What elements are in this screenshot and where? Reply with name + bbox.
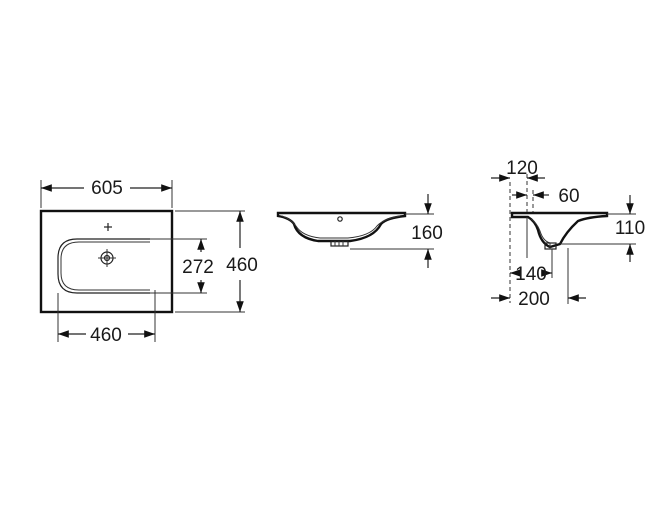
dim-side-60: 60 [512,186,580,207]
dim-side-110: 110 [560,195,645,262]
label-160: 160 [411,223,443,244]
label-460-bowl: 460 [90,325,122,346]
dim-bowl-width: 460 [57,290,156,346]
label-120: 120 [506,158,538,179]
label-272: 272 [182,257,214,278]
label-110: 110 [615,218,645,239]
label-200: 200 [518,289,550,310]
bowl-outline [57,238,150,294]
top-view: 605 460 272 460 [39,178,258,346]
tap-hole-front-icon [337,216,343,222]
label-460-depth: 460 [226,255,258,276]
dim-top-width: 605 [40,178,173,208]
basin-side-inner [530,218,551,244]
front-view: 160 [276,194,443,268]
basin-outline [39,209,174,314]
waste-outlet [330,240,349,247]
label-140: 140 [515,264,547,285]
dim-front-height: 160 [350,194,443,268]
drain-icon [98,249,116,267]
dim-side-200: 200 [491,289,586,310]
side-view: 120 60 110 140 200 [491,158,645,310]
label-60: 60 [558,186,579,207]
label-605: 605 [91,178,123,199]
tap-hole-icon [104,223,112,231]
dim-side-120: 120 [491,158,545,182]
dim-top-depth: 460 [175,210,258,313]
dim-bowl-depth: 272 [150,238,214,294]
bowl-outline-inner [60,241,150,291]
dim-side-140: 140 [509,264,552,285]
basin-side-profile [510,211,609,249]
basin-front-inner [281,215,401,239]
